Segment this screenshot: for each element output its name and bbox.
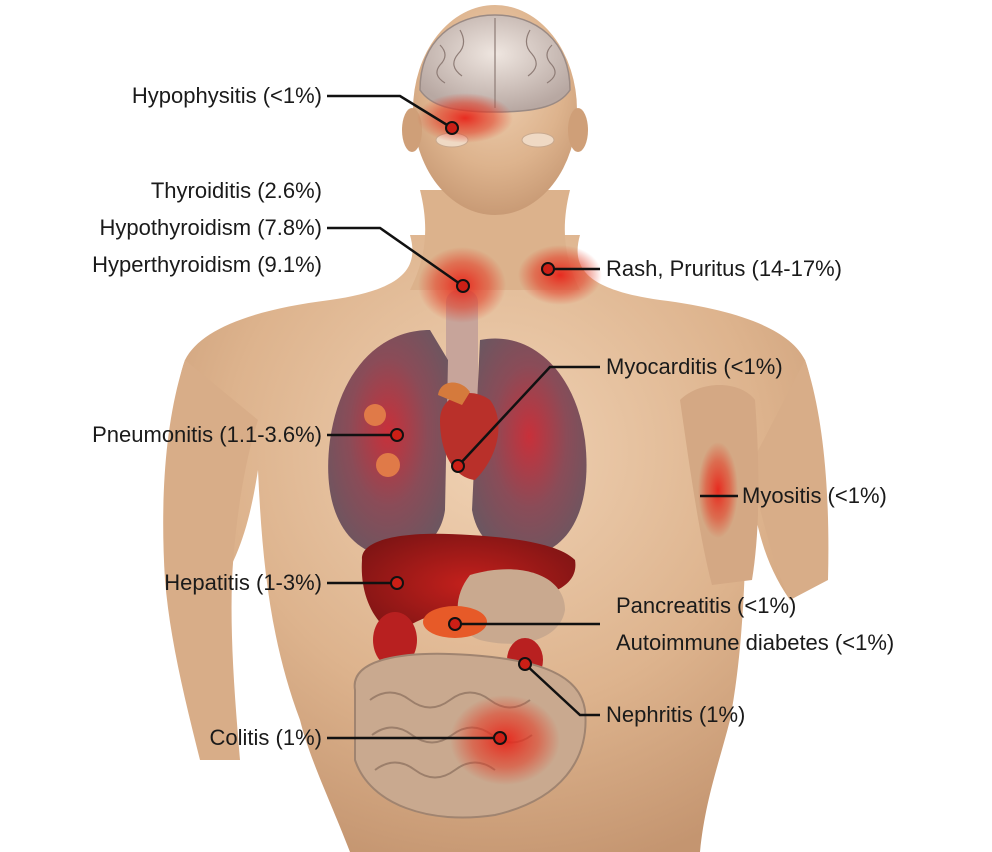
hepatitis-marker xyxy=(391,577,403,589)
pituitary-inflammation xyxy=(417,93,513,143)
label-pancreatitis: Pancreatitis (<1%) xyxy=(616,593,796,619)
lung-nodule xyxy=(376,453,400,477)
colitis-marker xyxy=(494,732,506,744)
label-rash: Rash, Pruritus (14-17%) xyxy=(606,256,842,282)
label-myocarditis: Myocarditis (<1%) xyxy=(606,354,783,380)
label-pneumonitis: Pneumonitis (1.1-3.6%) xyxy=(92,422,322,448)
nephritis-marker xyxy=(519,658,531,670)
rash-marker xyxy=(542,263,554,275)
pancreatitis-marker xyxy=(449,618,461,630)
label-nephritis: Nephritis (1%) xyxy=(606,702,745,728)
label-hyperthyroidism: Hyperthyroidism (9.1%) xyxy=(92,252,322,278)
right-ear xyxy=(568,108,588,152)
lung-nodule xyxy=(364,404,386,426)
label-myositis: Myositis (<1%) xyxy=(742,483,887,509)
pneumonitis-marker xyxy=(391,429,403,441)
muscle-inflammation xyxy=(698,442,738,538)
hypophysitis-marker xyxy=(446,122,458,134)
label-hypothyroidism: Hypothyroidism (7.8%) xyxy=(99,215,322,241)
neck-rash xyxy=(518,245,602,305)
label-autoimmune-diabetes: Autoimmune diabetes (<1%) xyxy=(616,630,894,656)
right-eye xyxy=(522,133,554,147)
label-hypophysitis: Hypophysitis (<1%) xyxy=(132,83,322,109)
label-thyroiditis: Thyroiditis (2.6%) xyxy=(151,178,322,204)
label-hepatitis: Hepatitis (1-3%) xyxy=(164,570,322,596)
left-arm xyxy=(163,360,258,760)
myocarditis-marker xyxy=(452,460,464,472)
label-colitis: Colitis (1%) xyxy=(210,725,322,751)
thyroid-marker xyxy=(457,280,469,292)
